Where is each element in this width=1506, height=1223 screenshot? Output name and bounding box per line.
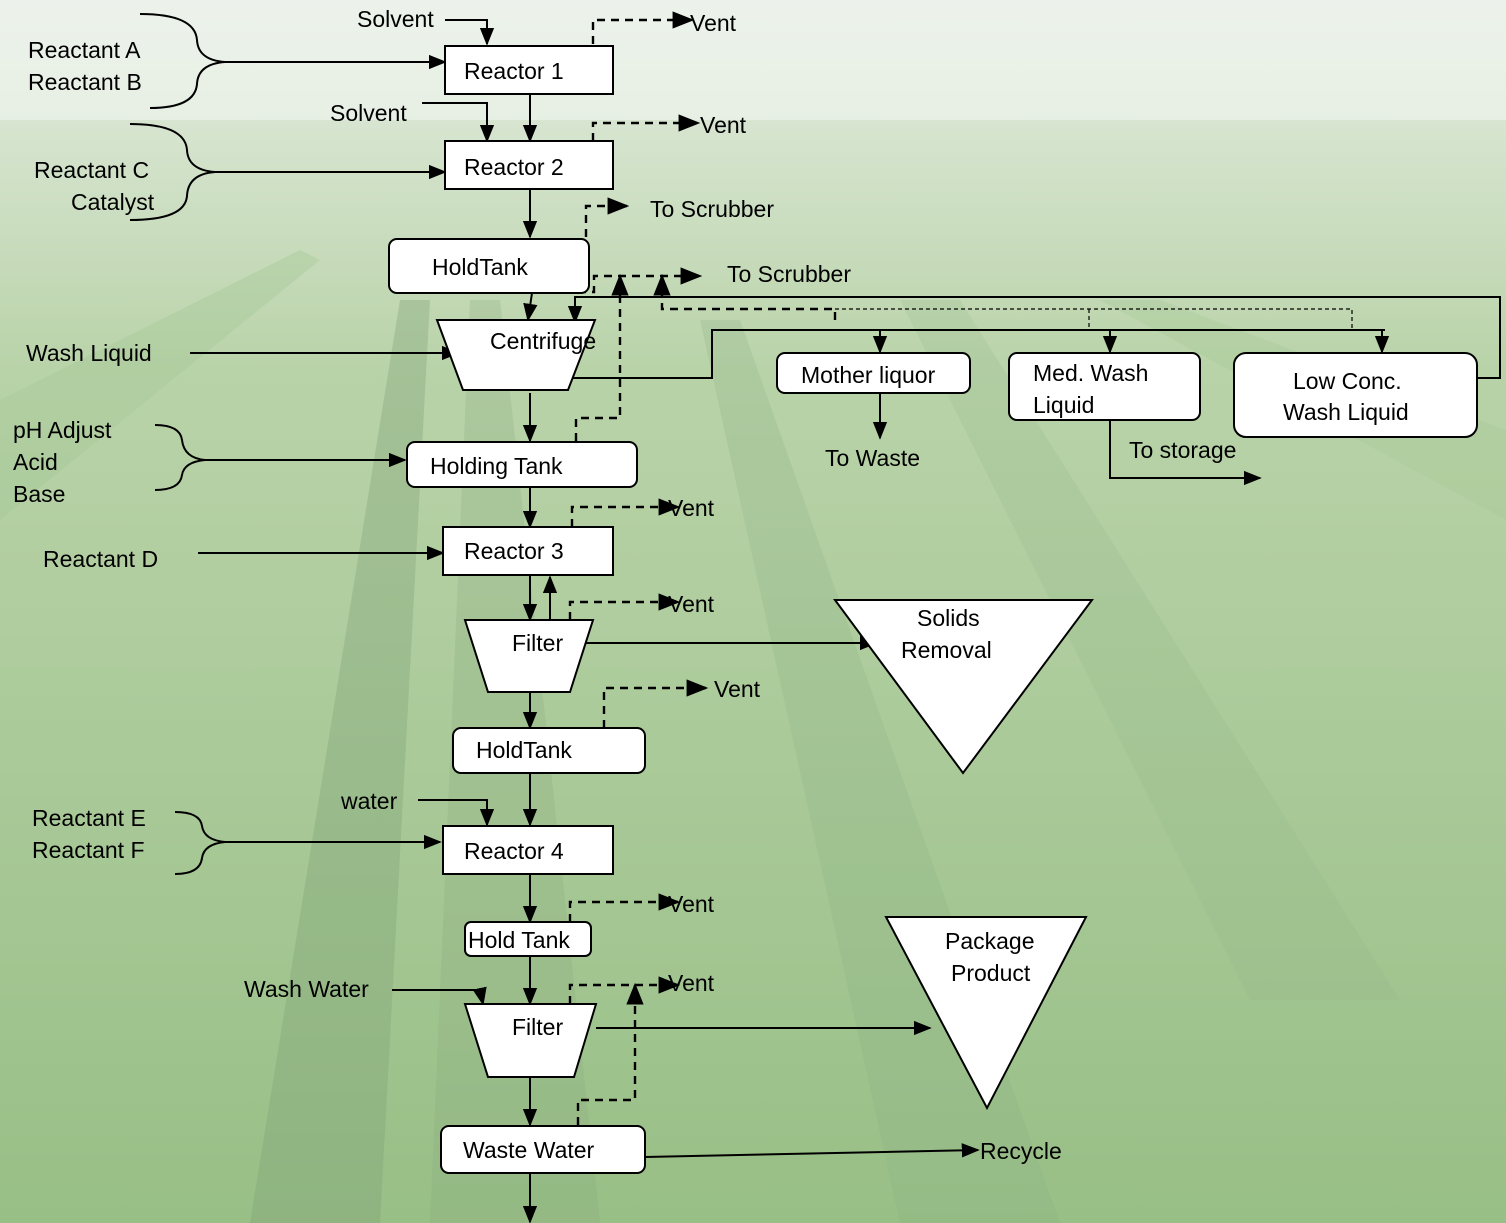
- vent2-label: Vent: [700, 112, 747, 138]
- filter2-shape: [463, 1003, 598, 1078]
- holding-tank-box: [406, 441, 638, 488]
- vent5-label: Vent: [714, 676, 761, 702]
- centrifuge-shape: [435, 319, 597, 391]
- catalyst-label: Catalyst: [71, 189, 155, 215]
- holdtank-centrifuge-line: [523, 292, 538, 322]
- base-label: Base: [13, 481, 65, 507]
- centrifuge-outlet-line: [570, 329, 1385, 379]
- filter1-shape: [463, 619, 595, 693]
- holdtank2-box: [452, 727, 646, 774]
- brace-reactant-ab: [139, 13, 226, 109]
- scrubber2-label: To Scrubber: [727, 261, 851, 287]
- solvent2-label: Solvent: [330, 100, 407, 126]
- med-wash-box: [1008, 352, 1201, 421]
- filter2-label: Filter: [512, 1014, 563, 1040]
- vent2-line: [591, 114, 701, 141]
- brace-reactant-ef: [174, 811, 226, 875]
- reactant-b-label: Reactant B: [28, 69, 142, 95]
- med-wash-label-1: Med. Wash: [1033, 360, 1148, 386]
- to-storage-label: To storage: [1129, 437, 1236, 463]
- water-label: water: [340, 788, 398, 814]
- recycle-label: Recycle: [980, 1138, 1062, 1164]
- reactor1-box: [444, 45, 614, 95]
- holding-tank-label: Holding Tank: [430, 453, 563, 479]
- holdtank3-box: [464, 921, 592, 957]
- to-waste-label: To Waste: [825, 445, 920, 471]
- brace-ph-adjust: [154, 424, 206, 491]
- package-product-label-2: Product: [951, 960, 1031, 986]
- wash-dotted-connector: [835, 308, 1353, 330]
- reactor4-label: Reactor 4: [464, 838, 564, 864]
- reactant-a-label: Reactant A: [28, 37, 141, 63]
- holdtank1-label: HoldTank: [432, 254, 528, 280]
- vent1-line: [591, 11, 695, 44]
- reactor3-label: Reactor 3: [464, 538, 564, 564]
- wash-liquid-label: Wash Liquid: [26, 340, 152, 366]
- reactor4-box: [442, 825, 614, 875]
- reactant-e-label: Reactant E: [32, 805, 146, 831]
- package-product-shape: [884, 916, 1088, 1111]
- wash-water-label: Wash Water: [244, 976, 369, 1002]
- low-conc-label-1: Low Conc.: [1293, 368, 1402, 394]
- solvent2-line: [422, 102, 495, 143]
- scrubber2-line: [578, 267, 703, 294]
- scrubber1-line: [584, 197, 630, 237]
- low-conc-label-2: Wash Liquid: [1283, 399, 1409, 425]
- vent4-label: Vent: [668, 591, 715, 617]
- vent1-label: Vent: [690, 10, 737, 36]
- vent3-label: Vent: [668, 495, 715, 521]
- solids-removal-label-2: Removal: [901, 637, 992, 663]
- water-line: [418, 799, 495, 827]
- reactant-c-label: Reactant C: [34, 157, 149, 183]
- waste-water-box: [440, 1125, 646, 1174]
- waste-water-label: Waste Water: [463, 1137, 595, 1163]
- reactant-f-label: Reactant F: [32, 837, 145, 863]
- vent6-label: Vent: [668, 891, 715, 917]
- scrubber-from-holding: [574, 273, 629, 441]
- solids-removal-shape: [833, 599, 1094, 775]
- holdtank2-label: HoldTank: [476, 737, 572, 763]
- med-wash-storage-line: [1109, 420, 1262, 486]
- holdtank1-box: [388, 238, 590, 294]
- reactor2-label: Reactor 2: [464, 154, 564, 180]
- reactant-d-label: Reactant D: [43, 546, 158, 572]
- package-product-label-1: Package: [945, 928, 1035, 954]
- solvent1-line: [445, 19, 495, 46]
- solvent1-label: Solvent: [357, 6, 434, 32]
- waste-recycle-line: [644, 1143, 980, 1158]
- ph-adjust-label: pH Adjust: [13, 417, 112, 443]
- mother-liquor-label: Mother liquor: [801, 362, 936, 388]
- reactor2-box: [444, 140, 614, 190]
- vent7-label: Vent: [668, 970, 715, 996]
- scrubber-from-wash: [653, 273, 837, 320]
- filter1-label: Filter: [512, 630, 563, 656]
- solids-removal-label-1: Solids: [917, 605, 980, 631]
- wash-water-line: [392, 986, 487, 1006]
- holdtank3-label: Hold Tank: [468, 927, 570, 953]
- mother-liquor-box: [776, 352, 971, 394]
- vent6-line: [568, 893, 681, 922]
- centrifuge-label: Centrifuge: [490, 328, 596, 354]
- low-conc-wash-box: [1233, 352, 1478, 438]
- reactor1-label: Reactor 1: [464, 58, 564, 84]
- scrubber1-label: To Scrubber: [650, 196, 774, 222]
- vent7-line: [568, 976, 681, 1004]
- vent3-line: [570, 498, 681, 527]
- low-conc-recycle-line: [567, 296, 1501, 379]
- vent4-line: [568, 593, 681, 620]
- med-wash-label-2: Liquid: [1033, 392, 1094, 418]
- acid-label: Acid: [13, 449, 58, 475]
- reactor3-box: [442, 526, 614, 576]
- vent5-line: [602, 679, 709, 728]
